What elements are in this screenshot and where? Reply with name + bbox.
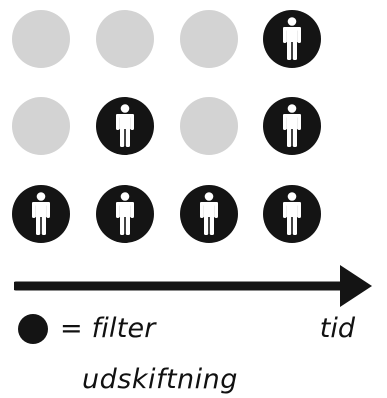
grid-cell bbox=[180, 10, 238, 68]
person-icon bbox=[32, 192, 50, 235]
grid-cell bbox=[96, 97, 154, 155]
grid-cell bbox=[263, 97, 321, 155]
time-axis-label: tid bbox=[319, 313, 355, 344]
person-icon bbox=[116, 192, 134, 235]
grid-cell bbox=[263, 10, 321, 68]
person-icon bbox=[116, 104, 134, 147]
legend: = filter bbox=[18, 313, 156, 345]
grid-cell bbox=[180, 97, 238, 155]
grid-cell bbox=[180, 185, 238, 243]
grid-cell bbox=[12, 185, 70, 243]
person-icon bbox=[200, 192, 218, 235]
grid-cell bbox=[96, 10, 154, 68]
grid-cell bbox=[12, 97, 70, 155]
time-arrow bbox=[14, 265, 372, 307]
legend-dot-icon bbox=[18, 314, 48, 344]
person-icon bbox=[283, 17, 301, 60]
legend-label-line2: udskiftning bbox=[82, 364, 238, 395]
legend-label-line1: = filter bbox=[60, 313, 156, 344]
grid-cell bbox=[263, 185, 321, 243]
person-icon bbox=[283, 192, 301, 235]
filter-grid bbox=[12, 10, 321, 243]
grid-cell bbox=[96, 185, 154, 243]
person-icon bbox=[283, 104, 301, 147]
grid-cell bbox=[12, 10, 70, 68]
